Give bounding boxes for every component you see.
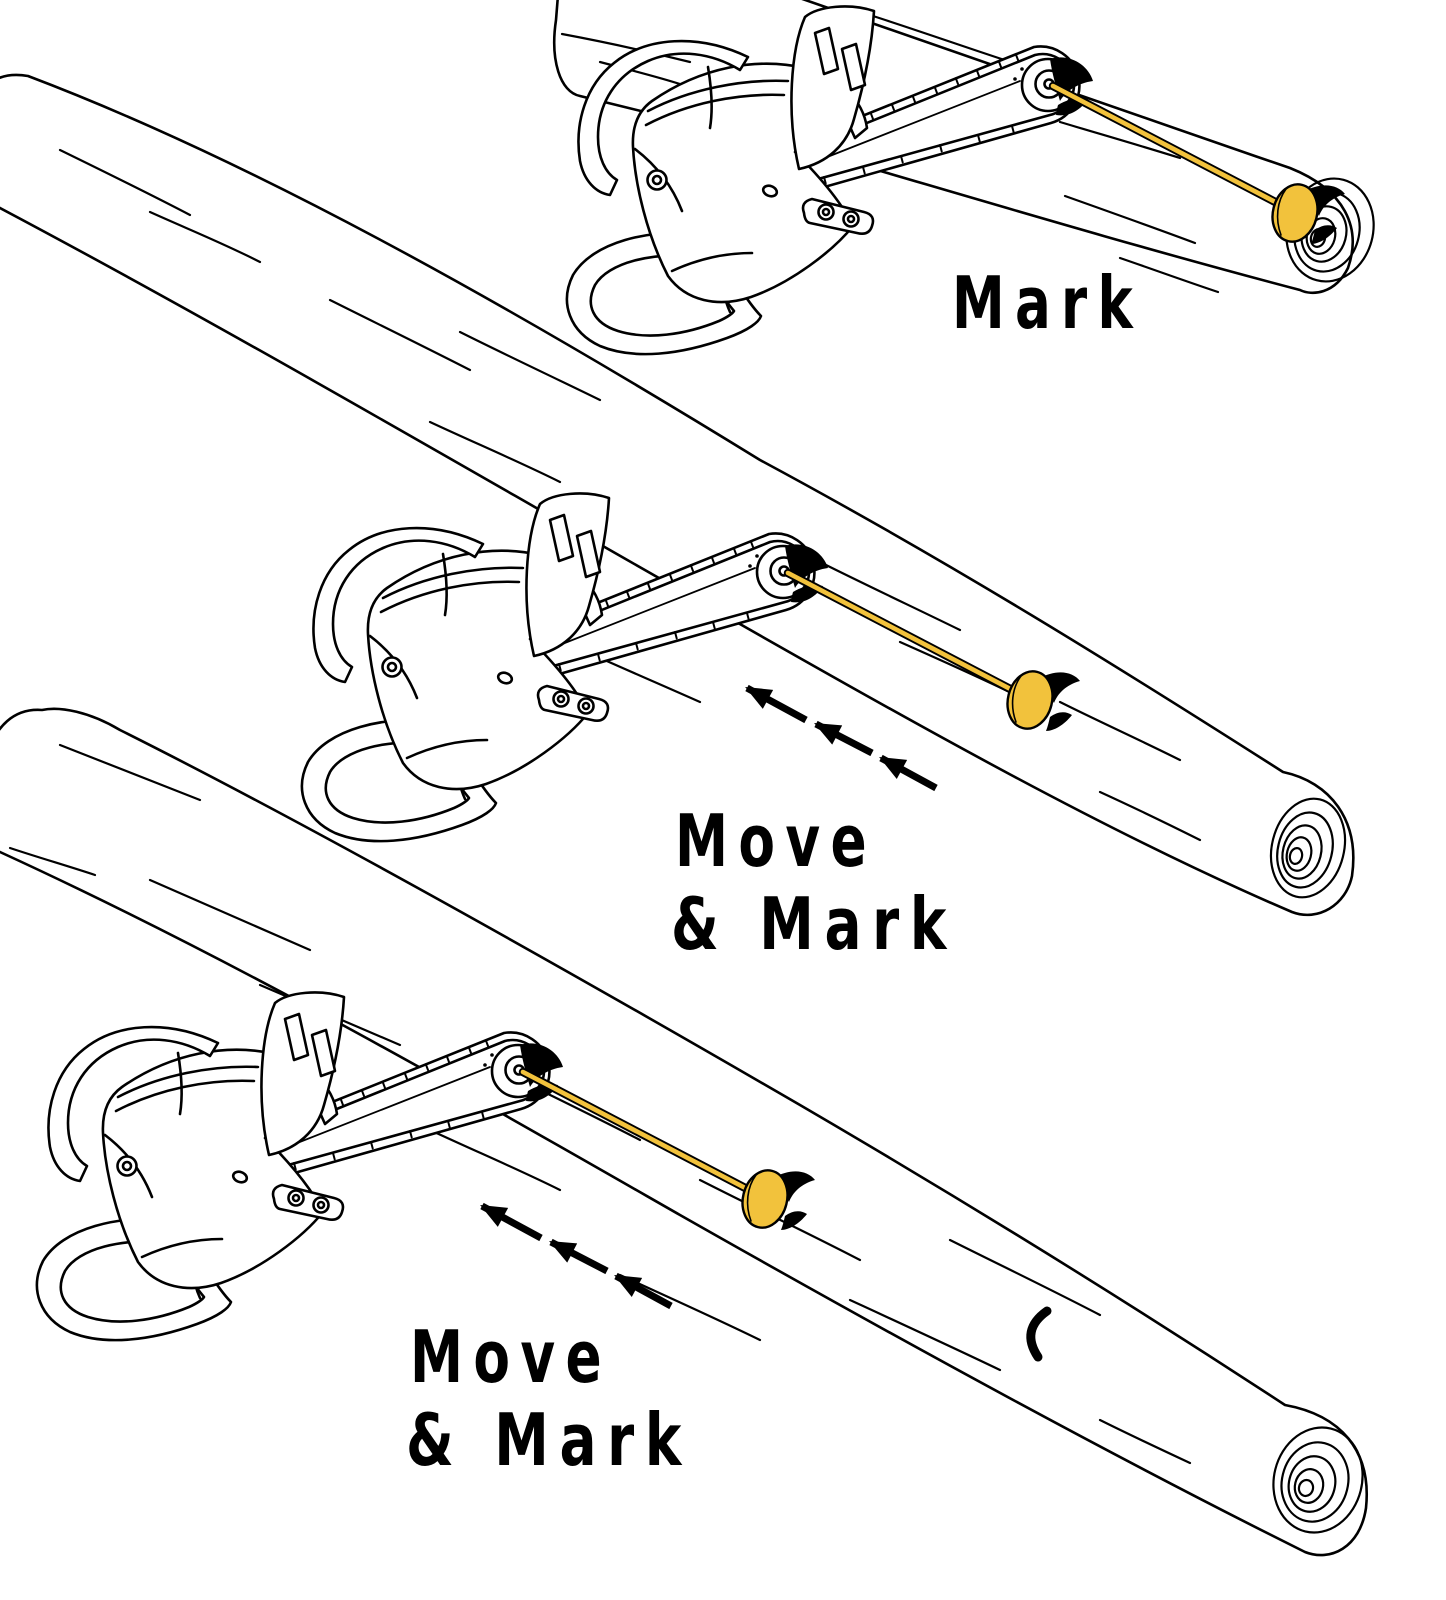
- previous-mark-arc: [1026, 1306, 1052, 1362]
- growth-rings-bottom: [1272, 1426, 1364, 1534]
- label-step2-move: Move: [675, 799, 877, 883]
- label-step2-and-mark: & Mark: [671, 882, 957, 966]
- growth-rings-middle: [1269, 797, 1347, 899]
- label-step3-move: Move: [410, 1315, 612, 1399]
- move-arrows-bottom: [482, 1206, 671, 1306]
- chainsaw-illustration-middle: [300, 492, 816, 843]
- label-step1-mark: Mark: [952, 261, 1143, 345]
- chainsaw-illustration-bottom: [35, 991, 551, 1342]
- label-step3-and-mark: & Mark: [406, 1398, 692, 1482]
